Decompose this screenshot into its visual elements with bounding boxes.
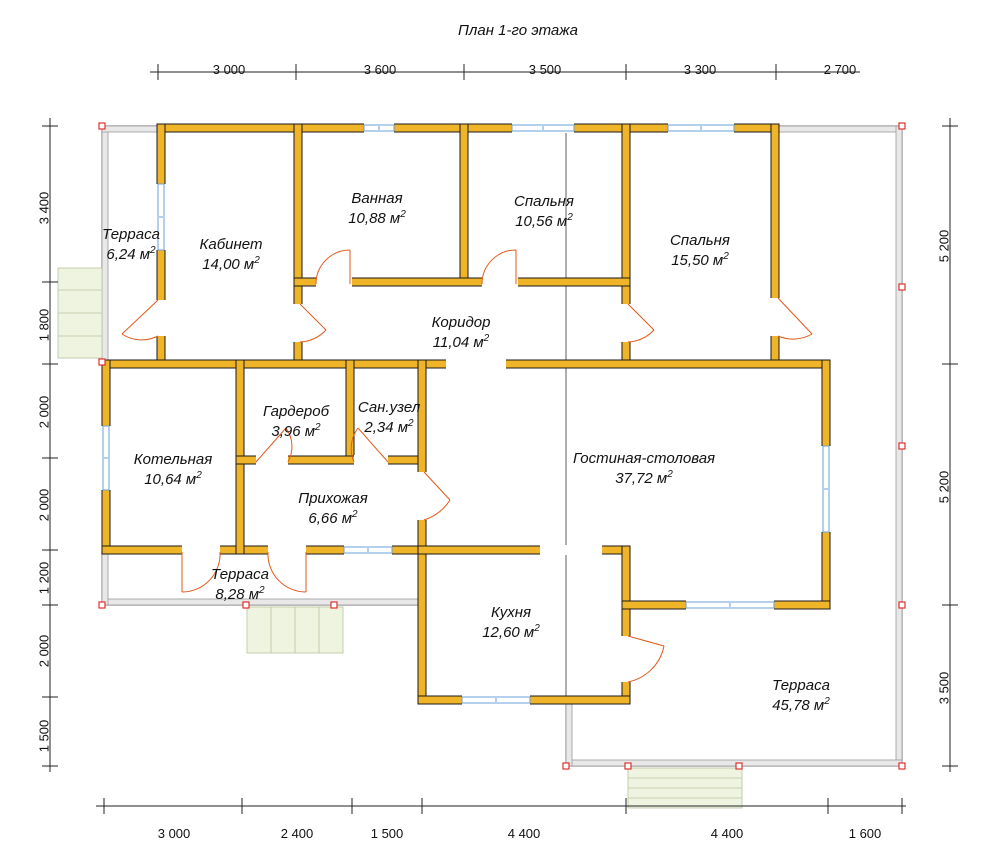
room-terrace-big: Терраса 45,78 м2	[772, 677, 830, 716]
room-koridor: Коридор 11,04 м2	[432, 314, 491, 353]
room-name: Спальня	[670, 232, 730, 249]
door-terrace-left	[121, 299, 159, 341]
terrace-big-outline	[565, 125, 903, 767]
window-ticks	[104, 126, 828, 702]
room-name: Кухня	[491, 604, 531, 621]
room-name: Терраса	[772, 677, 830, 694]
room-name: Спальня	[514, 193, 574, 210]
steps-bottom-right	[627, 767, 743, 809]
room-area: 3,96 м2	[271, 421, 321, 440]
room-kotelnaya: Котельная 10,64 м2	[134, 451, 212, 490]
room-name: Гостиная-столовая	[572, 450, 716, 467]
door-garderob	[255, 427, 293, 463]
door-hall	[423, 471, 451, 521]
room-kukhnya: Кухня 12,60 м2	[482, 604, 540, 643]
room-area: 37,72 м2	[615, 468, 673, 487]
dim-right-1: 5 200	[936, 229, 952, 263]
door-kabinet	[299, 303, 327, 343]
room-area: 14,00 м2	[202, 254, 260, 273]
room-area: 6,24 м2	[106, 244, 156, 263]
dim-top-4: 3 300	[683, 62, 717, 77]
steps	[57, 267, 743, 809]
room-name: Ванная	[351, 190, 403, 207]
dimension-lines	[42, 64, 958, 814]
plan-title: План 1-го этажа	[458, 22, 578, 39]
room-area: 8,28 м2	[215, 584, 265, 603]
room-area: 6,66 м2	[308, 508, 358, 527]
door-vannaya	[315, 249, 351, 285]
door-entrance	[267, 551, 307, 593]
dim-top-1: 3 000	[212, 62, 246, 77]
dim-left-1: 3 400	[36, 191, 52, 225]
room-area: 2,34 м2	[364, 417, 414, 436]
door-spalnya2-terrace	[777, 297, 813, 340]
room-garderob: Гардероб 3,96 м2	[263, 403, 329, 442]
dim-bottom-1: 3 000	[157, 826, 191, 841]
room-gostinaya: Гостиная-столовая 37,72 м2	[573, 450, 715, 489]
room-area: 11,04 м2	[432, 332, 490, 351]
room-name: Гардероб	[262, 403, 330, 420]
wall-sanuzel-left	[345, 359, 355, 463]
room-name: Котельная	[133, 451, 213, 468]
room-name: Коридор	[431, 314, 491, 331]
door-spalnya2	[627, 303, 655, 343]
room-area: 45,78 м2	[772, 695, 830, 714]
room-spalnya-2: Спальня 15,50 м2	[670, 232, 730, 271]
room-name: Терраса	[211, 566, 269, 583]
dim-left-6: 2 000	[36, 634, 52, 668]
room-name: Прихожая	[298, 490, 368, 507]
room-area: 15,50 м2	[671, 250, 729, 269]
terrace-edges	[101, 125, 903, 767]
room-spalnya-1: Спальня 10,56 м2	[514, 193, 574, 232]
room-area: 10,88 м2	[348, 208, 406, 227]
room-name: Терраса	[102, 226, 160, 243]
room-terrace-bottom: Терраса 8,28 м2	[211, 566, 269, 605]
room-prikhozhaya: Прихожая 6,66 м2	[298, 490, 368, 529]
dim-bottom-2: 2 400	[280, 826, 314, 841]
dim-left-5: 1 200	[36, 561, 52, 595]
room-name: Кабинет	[199, 236, 263, 253]
room-name: Сан.узел	[357, 399, 421, 416]
dim-bottom-6: 1 600	[848, 826, 882, 841]
door-kotelnaya	[181, 551, 221, 593]
dim-right-3: 3 500	[936, 671, 952, 705]
dim-bottom-5: 4 400	[710, 826, 744, 841]
steps-left	[57, 267, 103, 359]
dim-right-2: 5 200	[936, 470, 952, 504]
dim-top-5: 2 700	[823, 62, 857, 77]
dim-left-4: 2 000	[36, 488, 52, 522]
door-spalnya1	[481, 249, 517, 285]
doors	[121, 249, 813, 683]
room-vannaya: Ванная 10,88 м2	[348, 190, 406, 229]
room-area: 10,56 м2	[515, 211, 573, 230]
room-terrace-left: Терраса 6,24 м2	[102, 226, 160, 265]
room-area: 12,60 м2	[482, 622, 540, 641]
dim-left-7: 1 500	[36, 719, 52, 753]
dim-bottom-4: 4 400	[507, 826, 541, 841]
terrace-outlines	[101, 125, 903, 767]
wall-corridor-top	[293, 277, 631, 287]
dim-bottom-3: 1 500	[370, 826, 404, 841]
room-sanuzel: Сан.узел 2,34 м2	[358, 399, 420, 438]
room-area: 10,64 м2	[144, 469, 202, 488]
dim-top-3: 3 500	[528, 62, 562, 77]
room-kabinet: Кабинет 14,00 м2	[200, 236, 263, 275]
wall-vannaya-right	[459, 123, 469, 283]
walls	[101, 123, 831, 705]
dim-left-3: 2 000	[36, 395, 52, 429]
columns	[98, 122, 906, 770]
door-sanuzel	[350, 427, 389, 463]
steps-bottom-left	[246, 606, 344, 654]
door-kitchen	[627, 635, 665, 683]
dim-left-2: 1 800	[36, 308, 52, 342]
dim-top-2: 3 600	[363, 62, 397, 77]
